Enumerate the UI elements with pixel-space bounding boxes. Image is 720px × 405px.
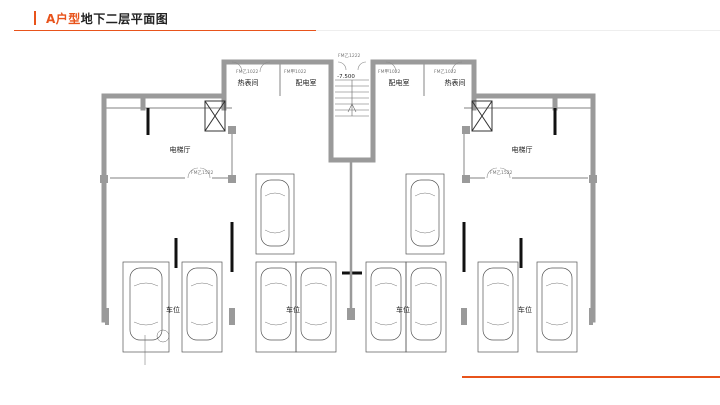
elevator-left: [204, 100, 226, 132]
bottom-accent-rule: [462, 376, 720, 378]
parking-label-3: 车位: [396, 305, 410, 314]
walls: [101, 59, 596, 323]
parking-cars: [122, 173, 578, 353]
page-title: A户型地下二层平面图: [46, 10, 168, 27]
door-tag-3: FM乙1222: [338, 52, 361, 59]
title-underline-gray: [316, 30, 720, 31]
door-tag-7: FM乙1522: [490, 169, 513, 176]
title-prefix: A户型: [46, 11, 81, 26]
title-rest: 地下二层平面图: [80, 11, 169, 26]
car-stall-5: [295, 261, 337, 353]
door-tag-6: FM乙1522: [191, 169, 214, 176]
section-marker: [144, 329, 170, 365]
outer-wall-main: [101, 59, 596, 323]
room-power-right: 配电室: [389, 78, 410, 87]
room-lobby-left: 电梯厅: [170, 145, 191, 154]
car-windshields: [133, 192, 569, 326]
car-stall-3: [255, 173, 295, 255]
title-accent-bar: [34, 11, 36, 25]
door-tag-4: FM甲1022: [378, 69, 401, 75]
left-lobby-wall: [110, 130, 233, 179]
right-lobby-wall: [463, 130, 588, 179]
car-stall-10: [536, 261, 578, 353]
right-upper-inner-wall: [471, 93, 558, 111]
room-power-left: 配电室: [296, 78, 317, 87]
level-marker: -7.500: [337, 74, 355, 80]
car-stall-7: [405, 173, 445, 255]
parking-label-2: 车位: [286, 305, 300, 314]
elevator-right: [471, 100, 493, 132]
title-bar: A户型地下二层平面图: [34, 10, 168, 26]
car-stall-1: [122, 261, 170, 353]
square-columns: [100, 126, 597, 325]
door-tag-5: FM乙1022: [434, 68, 457, 75]
title-underline: [14, 30, 316, 31]
stair-steps: [335, 79, 369, 117]
room-lobby-right: 电梯厅: [512, 145, 533, 154]
door-swings: [187, 61, 511, 179]
car-stall-8: [405, 261, 447, 353]
car-stall-9: [477, 261, 519, 353]
parking-label-1: 车位: [166, 305, 180, 314]
room-heat-left: 热表间: [238, 78, 259, 87]
parking-label-4: 车位: [518, 305, 532, 314]
car-stall-2: [181, 261, 223, 353]
door-tag-2: FM甲1022: [284, 69, 307, 75]
room-heat-right: 热表间: [445, 78, 466, 87]
gray-piers: [231, 160, 467, 325]
door-tag-1: FM乙1022: [236, 68, 259, 75]
